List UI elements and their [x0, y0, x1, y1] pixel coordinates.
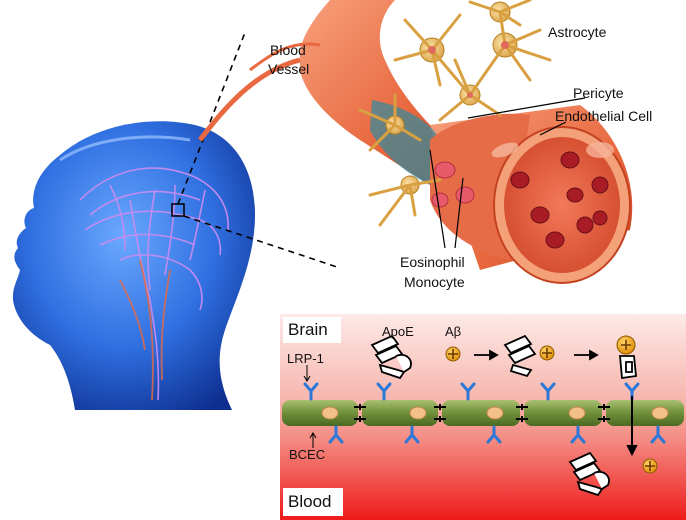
eosinophil-label: Eosinophil — [400, 254, 465, 270]
released-apoe — [568, 451, 610, 497]
brain-label-box — [283, 317, 341, 343]
apoe-label: ApoE — [382, 324, 414, 339]
red-blood-cells — [510, 151, 609, 249]
lrp1-receptors-bottom — [328, 425, 666, 444]
brain-vessels — [79, 167, 229, 401]
bcec-membrane — [282, 400, 684, 426]
brain-label: Brain — [288, 320, 328, 339]
eosinophil-monocyte-cells — [431, 161, 475, 208]
bound-complex — [616, 335, 637, 380]
blood-vessel-label-line2: Vessel — [268, 61, 310, 77]
apoe-molecule — [370, 334, 412, 380]
cell-nuclei — [321, 406, 669, 420]
bcec-label: BCEC — [289, 447, 326, 462]
zoom-lines — [177, 29, 341, 269]
blood-label-box — [283, 488, 343, 516]
pericyte-label: Pericyte — [573, 85, 624, 101]
bbb-transport-panel — [280, 314, 686, 520]
released-abeta — [642, 458, 658, 474]
lrp1-receptors-top — [303, 382, 640, 401]
head-illustration — [12, 121, 255, 410]
blood-vessel-illustration — [198, 0, 633, 284]
label-leader-lines — [429, 97, 586, 249]
endothelial-cell-label: Endothelial Cell — [555, 108, 653, 124]
monocyte-label: Monocyte — [404, 274, 465, 290]
abeta-molecule — [445, 346, 461, 362]
apoe-abeta-complex — [503, 334, 555, 378]
astrocyte-label: Astrocyte — [548, 24, 607, 40]
abeta-label: Aβ — [445, 324, 462, 339]
blood-vessel-label-line1: Blood — [270, 42, 306, 58]
tight-junctions — [354, 404, 610, 422]
blood-label: Blood — [288, 492, 332, 511]
lrp1-label: LRP-1 — [287, 351, 324, 366]
